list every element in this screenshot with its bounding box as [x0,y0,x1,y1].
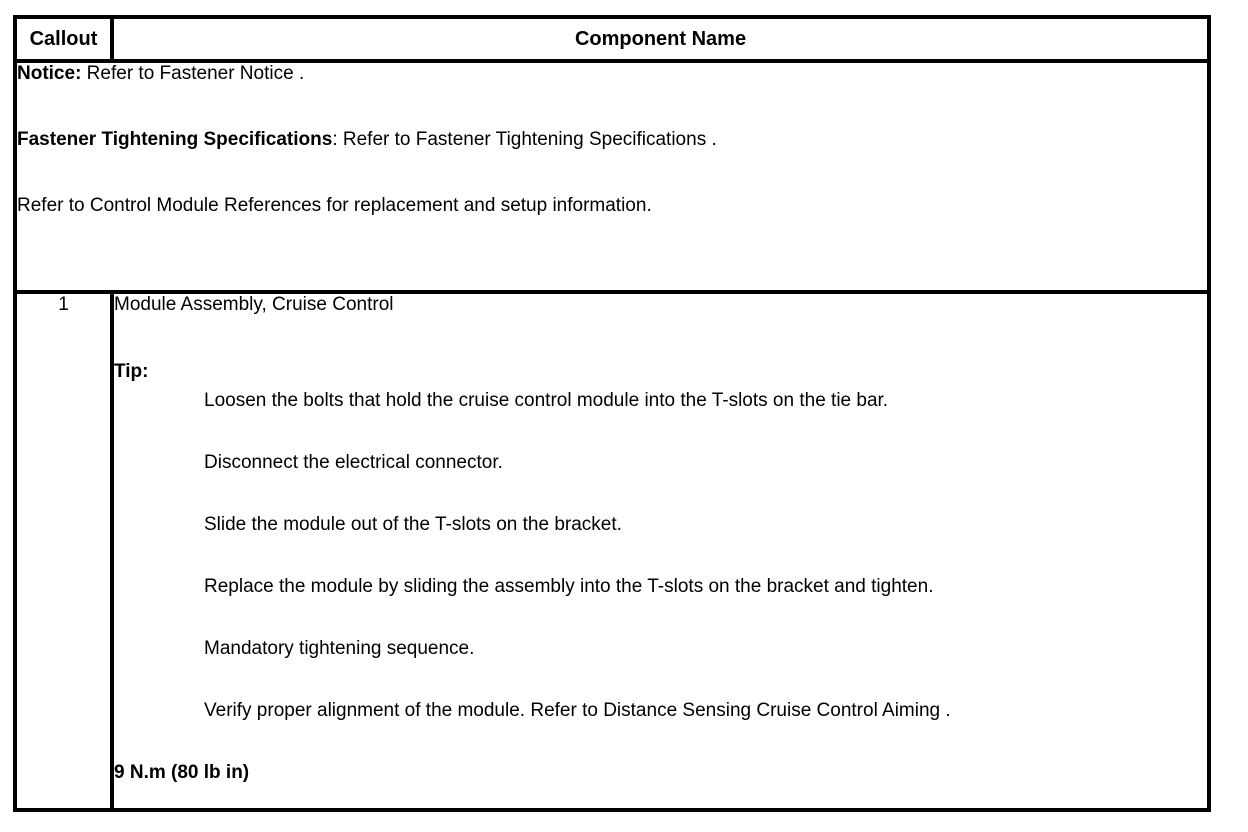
notice-text: Refer to Fastener Notice . [81,63,305,84]
component-name: Module Assembly, Cruise Control [114,294,394,315]
tip-step: Mandatory tightening sequence. [204,638,475,659]
component-row: 1 Module Assembly, Cruise Control Tip: L… [13,290,1211,812]
notes-row: Notice: Refer to Fastener Notice . Faste… [13,59,1211,294]
fastener-specifications-label: Fastener Tightening Specifications [17,129,333,150]
notice-label: Notice: [17,63,82,84]
fastener-tightening-line: Fastener Tightening Specifications: Refe… [17,129,1207,150]
callout-number: 1 [13,290,114,812]
component-name-column-header: Component Name [110,15,1211,63]
table-header-row: Callout Component Name [13,15,1211,63]
component-description-cell: Module Assembly, Cruise Control Tip: Loo… [110,290,1211,812]
notes-cell: Notice: Refer to Fastener Notice . Faste… [13,59,1211,294]
tip-step: Disconnect the electrical connector. [204,452,503,473]
tip-step: Verify proper alignment of the module. R… [204,700,951,721]
component-spec-table: Callout Component Name Notice: Refer to … [13,15,1211,812]
tip-label: Tip: [114,361,149,382]
torque-spec: 9 N.m (80 lb in) [114,762,250,783]
control-module-references-line: Refer to Control Module References for r… [17,195,652,216]
callout-column-header: Callout [13,15,114,63]
fastener-notice-line: Notice: Refer to Fastener Notice . [17,63,1207,84]
tip-step: Replace the module by sliding the assemb… [204,576,934,597]
tip-step: Loosen the bolts that hold the cruise co… [204,390,889,411]
tip-step: Slide the module out of the T-slots on t… [204,514,622,535]
fastener-specifications-text: : Refer to Fastener Tightening Specifica… [332,129,717,150]
